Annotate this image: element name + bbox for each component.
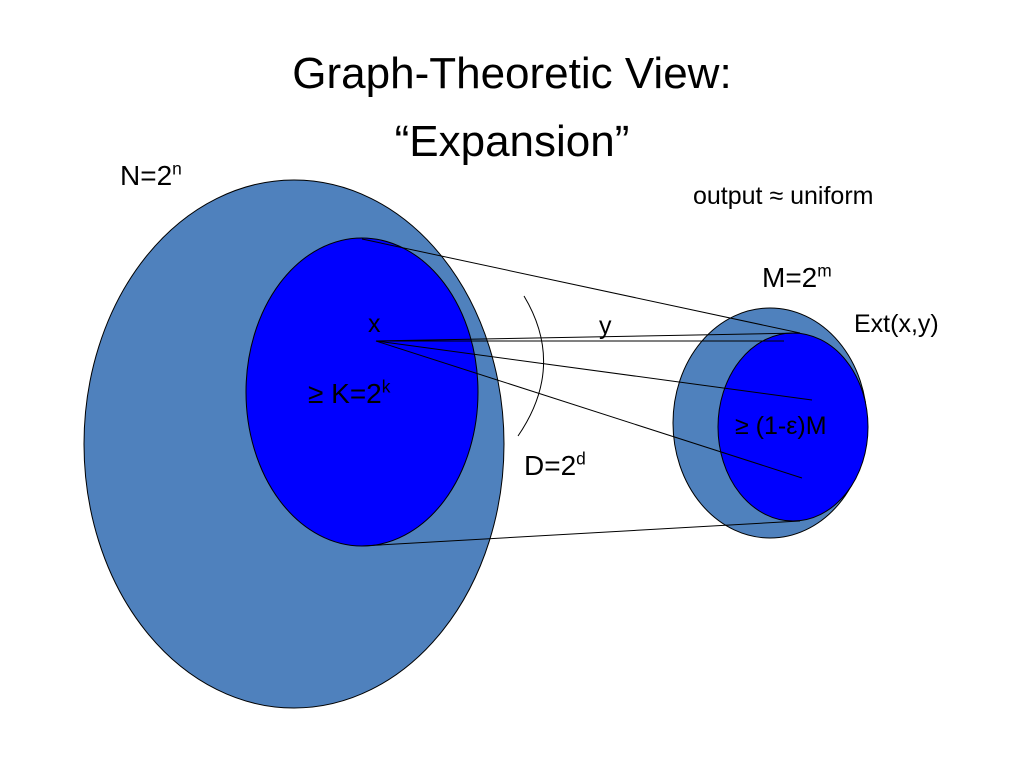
title-line-2: “Expansion” xyxy=(394,117,630,166)
projection-line-bottom xyxy=(361,520,801,547)
projection-line-top xyxy=(361,238,801,334)
min-entropy-set-exp: k xyxy=(381,376,391,397)
output-note: output ≈ uniform xyxy=(693,182,874,210)
degree-base: D=2 xyxy=(524,450,577,481)
edge-line xyxy=(375,340,803,479)
seed-label: y xyxy=(599,312,612,340)
source-set-size-base: N=2 xyxy=(120,160,173,191)
min-entropy-set-base: ≥ K=2 xyxy=(308,378,382,409)
edge-line xyxy=(375,332,801,342)
min-entropy-set-label: ≥ K=2k xyxy=(308,376,391,409)
extractor-output-label: Ext(x,y) xyxy=(854,310,939,338)
image-set-label: ≥ (1-ε)M xyxy=(735,412,827,440)
target-set-size-base: M=2 xyxy=(762,262,818,293)
title-line-1: Graph-Theoretic View: xyxy=(292,49,732,98)
input-vertex-label: x xyxy=(368,310,381,338)
target-set-size-exp: m xyxy=(817,260,832,281)
target-set-size-label: M=2m xyxy=(762,260,832,293)
degree-arc xyxy=(517,295,545,437)
degree-label: D=2d xyxy=(524,448,586,481)
source-set-size-label: N=2n xyxy=(120,158,182,191)
source-set-size-exp: n xyxy=(172,158,182,179)
degree-exp: d xyxy=(576,448,586,469)
edge-line xyxy=(375,340,813,401)
